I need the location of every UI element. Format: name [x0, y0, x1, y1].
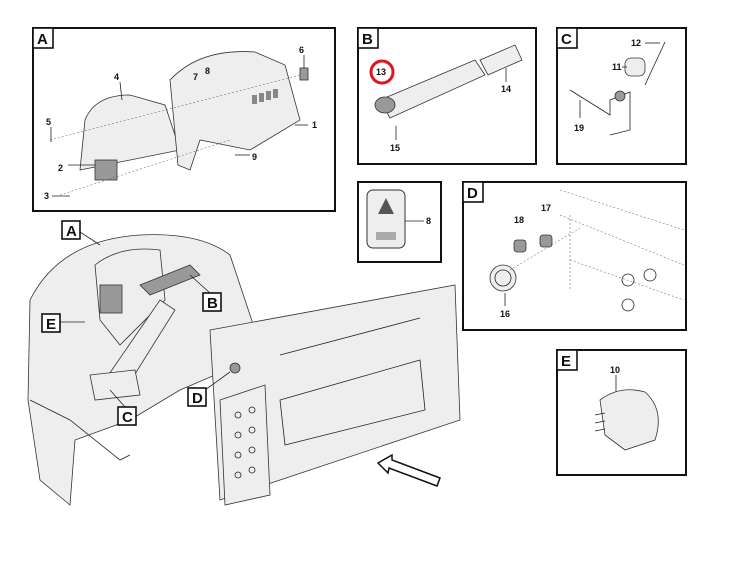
label-9: 9	[252, 152, 257, 162]
panel-D: D 18 17 16	[462, 181, 687, 331]
label-13: 13	[376, 67, 386, 77]
label-1: 1	[312, 120, 317, 130]
callout-A: A	[66, 223, 77, 240]
callout-C: C	[122, 409, 133, 426]
panel-D-tag: D	[467, 185, 478, 202]
label-8: 8	[205, 66, 210, 76]
callout-E: E	[46, 316, 56, 333]
gauge	[489, 264, 517, 292]
label-14: 14	[501, 84, 511, 94]
callout-B: B	[207, 295, 218, 312]
callout-D: D	[192, 390, 203, 407]
label-5: 5	[46, 117, 51, 127]
panel-hazard-switch: 8	[357, 181, 442, 263]
highlight-circle	[369, 59, 395, 85]
label-3: 3	[44, 191, 49, 201]
hazard-triangle-icon	[378, 198, 394, 214]
overview-dashboard-drawing	[27, 234, 461, 506]
label-17: 17	[541, 203, 551, 213]
sensor	[624, 57, 646, 77]
label-4: 4	[114, 72, 119, 82]
label-7: 7	[193, 72, 198, 82]
label-18: 18	[514, 215, 524, 225]
label-8-hazard: 8	[426, 216, 431, 226]
callout-E-box[interactable]	[41, 313, 61, 333]
overview-callouts: A B C D E	[41, 220, 231, 426]
label-16: 16	[500, 309, 510, 319]
hole-pattern	[234, 406, 256, 479]
direction-arrow	[376, 453, 441, 487]
callout-A-box[interactable]	[61, 220, 81, 240]
callout-C-box[interactable]	[117, 406, 137, 426]
panel-B-tag: B	[362, 31, 373, 48]
panel-A-tag: A	[37, 31, 48, 48]
label-12: 12	[631, 38, 641, 48]
panel-B: B 14 13 15	[357, 27, 537, 165]
panel-E: E 10	[556, 349, 687, 476]
label-10: 10	[610, 365, 620, 375]
panel-A: A 1 2 3 4 5 6 7 8 9	[32, 27, 336, 212]
label-19: 19	[574, 123, 584, 133]
switch-module	[599, 389, 659, 451]
label-15: 15	[390, 143, 400, 153]
callout-D-box[interactable]	[187, 387, 207, 407]
callout-B-box[interactable]	[202, 292, 222, 312]
panel-C: C 12 11 19	[556, 27, 687, 165]
label-2: 2	[58, 163, 63, 173]
panel-C-tag: C	[561, 31, 572, 48]
label-11: 11	[612, 62, 622, 72]
dashboard-cover	[169, 51, 301, 171]
panel-E-tag: E	[561, 353, 571, 370]
label-6: 6	[299, 45, 304, 55]
